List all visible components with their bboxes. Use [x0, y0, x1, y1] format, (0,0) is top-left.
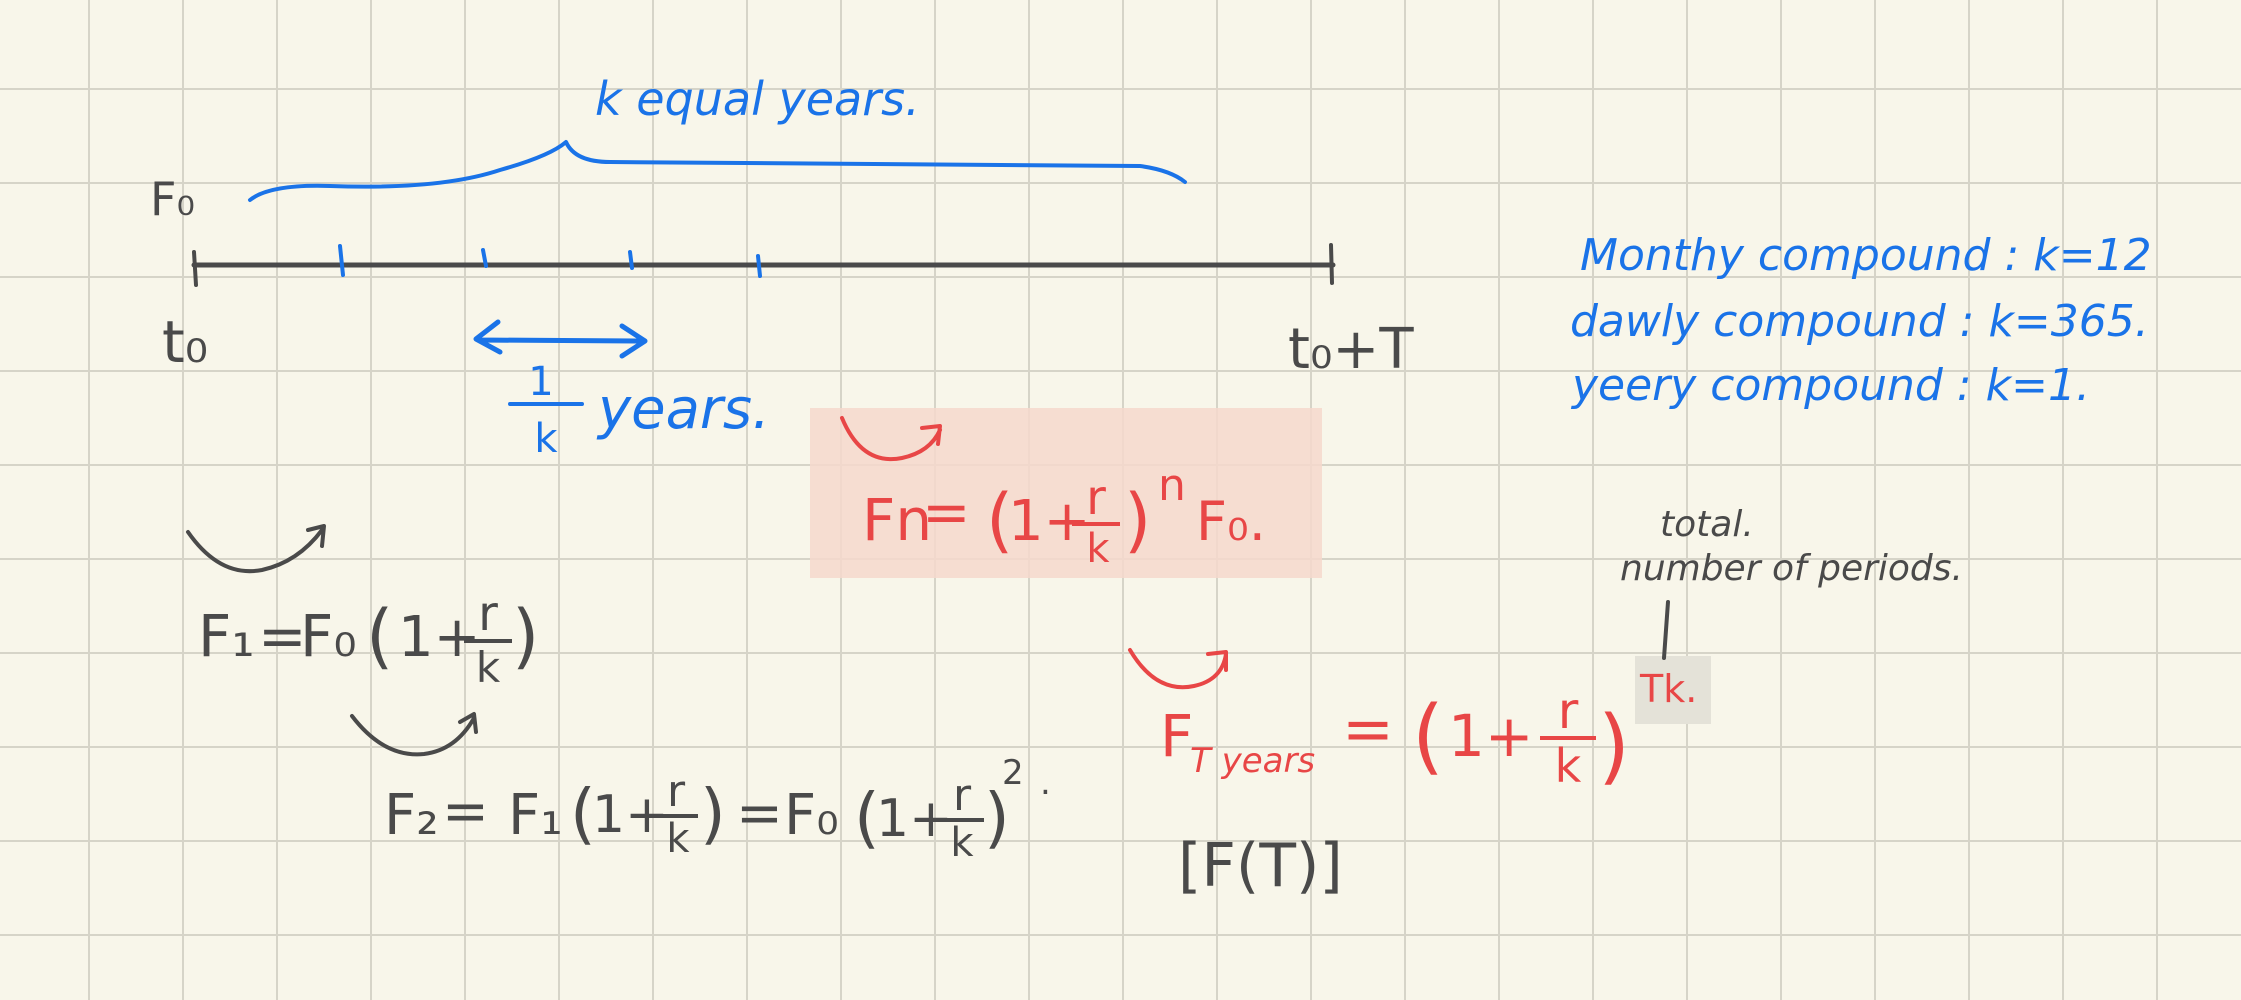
f1-eq: =: [258, 602, 307, 670]
timeline-start-value: F₀: [150, 172, 195, 226]
periods-note: total. number of periods.: [1620, 504, 1963, 660]
f2-den-2: k: [950, 820, 974, 866]
f1-num: r: [478, 586, 498, 642]
ft-paren-close: ): [1598, 699, 1630, 794]
fn-one-plus: 1+: [1008, 489, 1091, 554]
timeline-brace: [248, 140, 1187, 202]
timeline-end-label: t₀+T: [1288, 317, 1414, 382]
f1-step-arrow: [186, 524, 326, 574]
formula-ft: F T years = ( 1+ r k ) Tk. [F(T)]: [1128, 648, 1697, 901]
f2-paren-close-2: ): [984, 779, 1010, 856]
f2-exponent: 2: [1002, 753, 1024, 793]
note-line-1: total.: [1660, 504, 1754, 545]
f2-paren-close-1: ): [700, 775, 726, 852]
timeline-start-tick: [192, 250, 198, 287]
f2-num-2: r: [953, 770, 972, 821]
note-pointer: [1662, 600, 1670, 660]
ft-num: r: [1558, 682, 1579, 740]
fn-lhs: Fn: [862, 486, 932, 554]
timeline-period-tick: [628, 250, 634, 270]
timeline-end-tick: [1329, 243, 1334, 285]
f1-lhs: F₁: [198, 602, 255, 670]
compounding-list: Monthy compound : k=12 dawly compound : …: [1570, 230, 2152, 411]
f2-step-arrow: [350, 712, 478, 757]
compound-daily: dawly compound : k=365.: [1570, 296, 2149, 347]
f2-one-plus-2: 1+: [876, 789, 953, 849]
ft-paren-open: (: [1412, 689, 1444, 784]
interval-unit: years.: [596, 377, 770, 442]
ft-lhs: F: [1160, 702, 1193, 770]
ft-eq: =: [1342, 692, 1394, 765]
fn-tail: F₀.: [1196, 490, 1266, 553]
fn-num: r: [1086, 470, 1106, 526]
f1-one-plus: 1+: [398, 605, 481, 670]
f2-num-1: r: [667, 766, 686, 817]
fn-den: k: [1086, 526, 1110, 572]
f1-paren-open: (: [366, 595, 393, 677]
timeline-start-label: t₀: [162, 308, 208, 376]
f1-paren-close: ): [512, 595, 539, 677]
compound-monthly: Monthy compound : k=12: [1580, 230, 2152, 281]
timeline-period-tick: [338, 244, 345, 277]
fn-step-arrow: [840, 416, 942, 462]
timeline-period-tick: [481, 248, 488, 268]
ft-den: k: [1555, 739, 1582, 793]
ft-exponent: Tk.: [1639, 667, 1697, 711]
compound-yearly: yeery compound : k=1.: [1570, 360, 2090, 411]
f1-den: k: [476, 643, 501, 692]
formula-f1: F₁ = F₀ ( 1+ r k ): [186, 524, 539, 692]
formula-fn: Fn = ( 1+ r k ) n F₀.: [840, 416, 1266, 572]
interval-fraction-numerator: 1: [528, 359, 553, 405]
f1-base: F₀: [300, 602, 357, 670]
tk-highlight-box: [1635, 656, 1711, 724]
timeline: k equal years. F₀ t₀ t₀+T 1 k years.: [150, 72, 1414, 462]
ft-step-arrow: [1128, 648, 1228, 690]
f2-lhs: F₂: [384, 783, 439, 848]
fn-exponent: n: [1158, 460, 1186, 511]
note-line-2: number of periods.: [1620, 548, 1963, 589]
ft-subscript: T years: [1190, 741, 1315, 781]
f2-end-dot: .: [1040, 763, 1051, 803]
f2-term1-base: F₁: [508, 783, 563, 848]
fn-eq: =: [922, 478, 971, 546]
f2-den-1: k: [666, 816, 690, 862]
ft-alias: [F(T)]: [1178, 831, 1343, 901]
fn-paren-open: (: [986, 479, 1013, 561]
interval-fraction-denominator: k: [534, 416, 558, 462]
fn-highlight-box: [810, 408, 1322, 578]
interval-double-arrow: [473, 319, 648, 359]
timeline-period-tick: [756, 254, 762, 278]
f2-eq: =: [442, 779, 489, 844]
f2-eq2: =: [736, 781, 783, 846]
timeline-top-label: k equal years.: [595, 72, 920, 126]
fn-paren-close: ): [1124, 479, 1151, 561]
f2-paren-open-1: (: [570, 775, 596, 852]
ft-one-plus: 1+: [1448, 702, 1534, 770]
formula-f2: F₂ = F₁ ( 1+ r k ) = F₀ ( 1+ r k ) 2 .: [350, 712, 1051, 866]
f2-paren-open-2: (: [854, 779, 880, 856]
f2-term2-base: F₀: [784, 783, 839, 848]
